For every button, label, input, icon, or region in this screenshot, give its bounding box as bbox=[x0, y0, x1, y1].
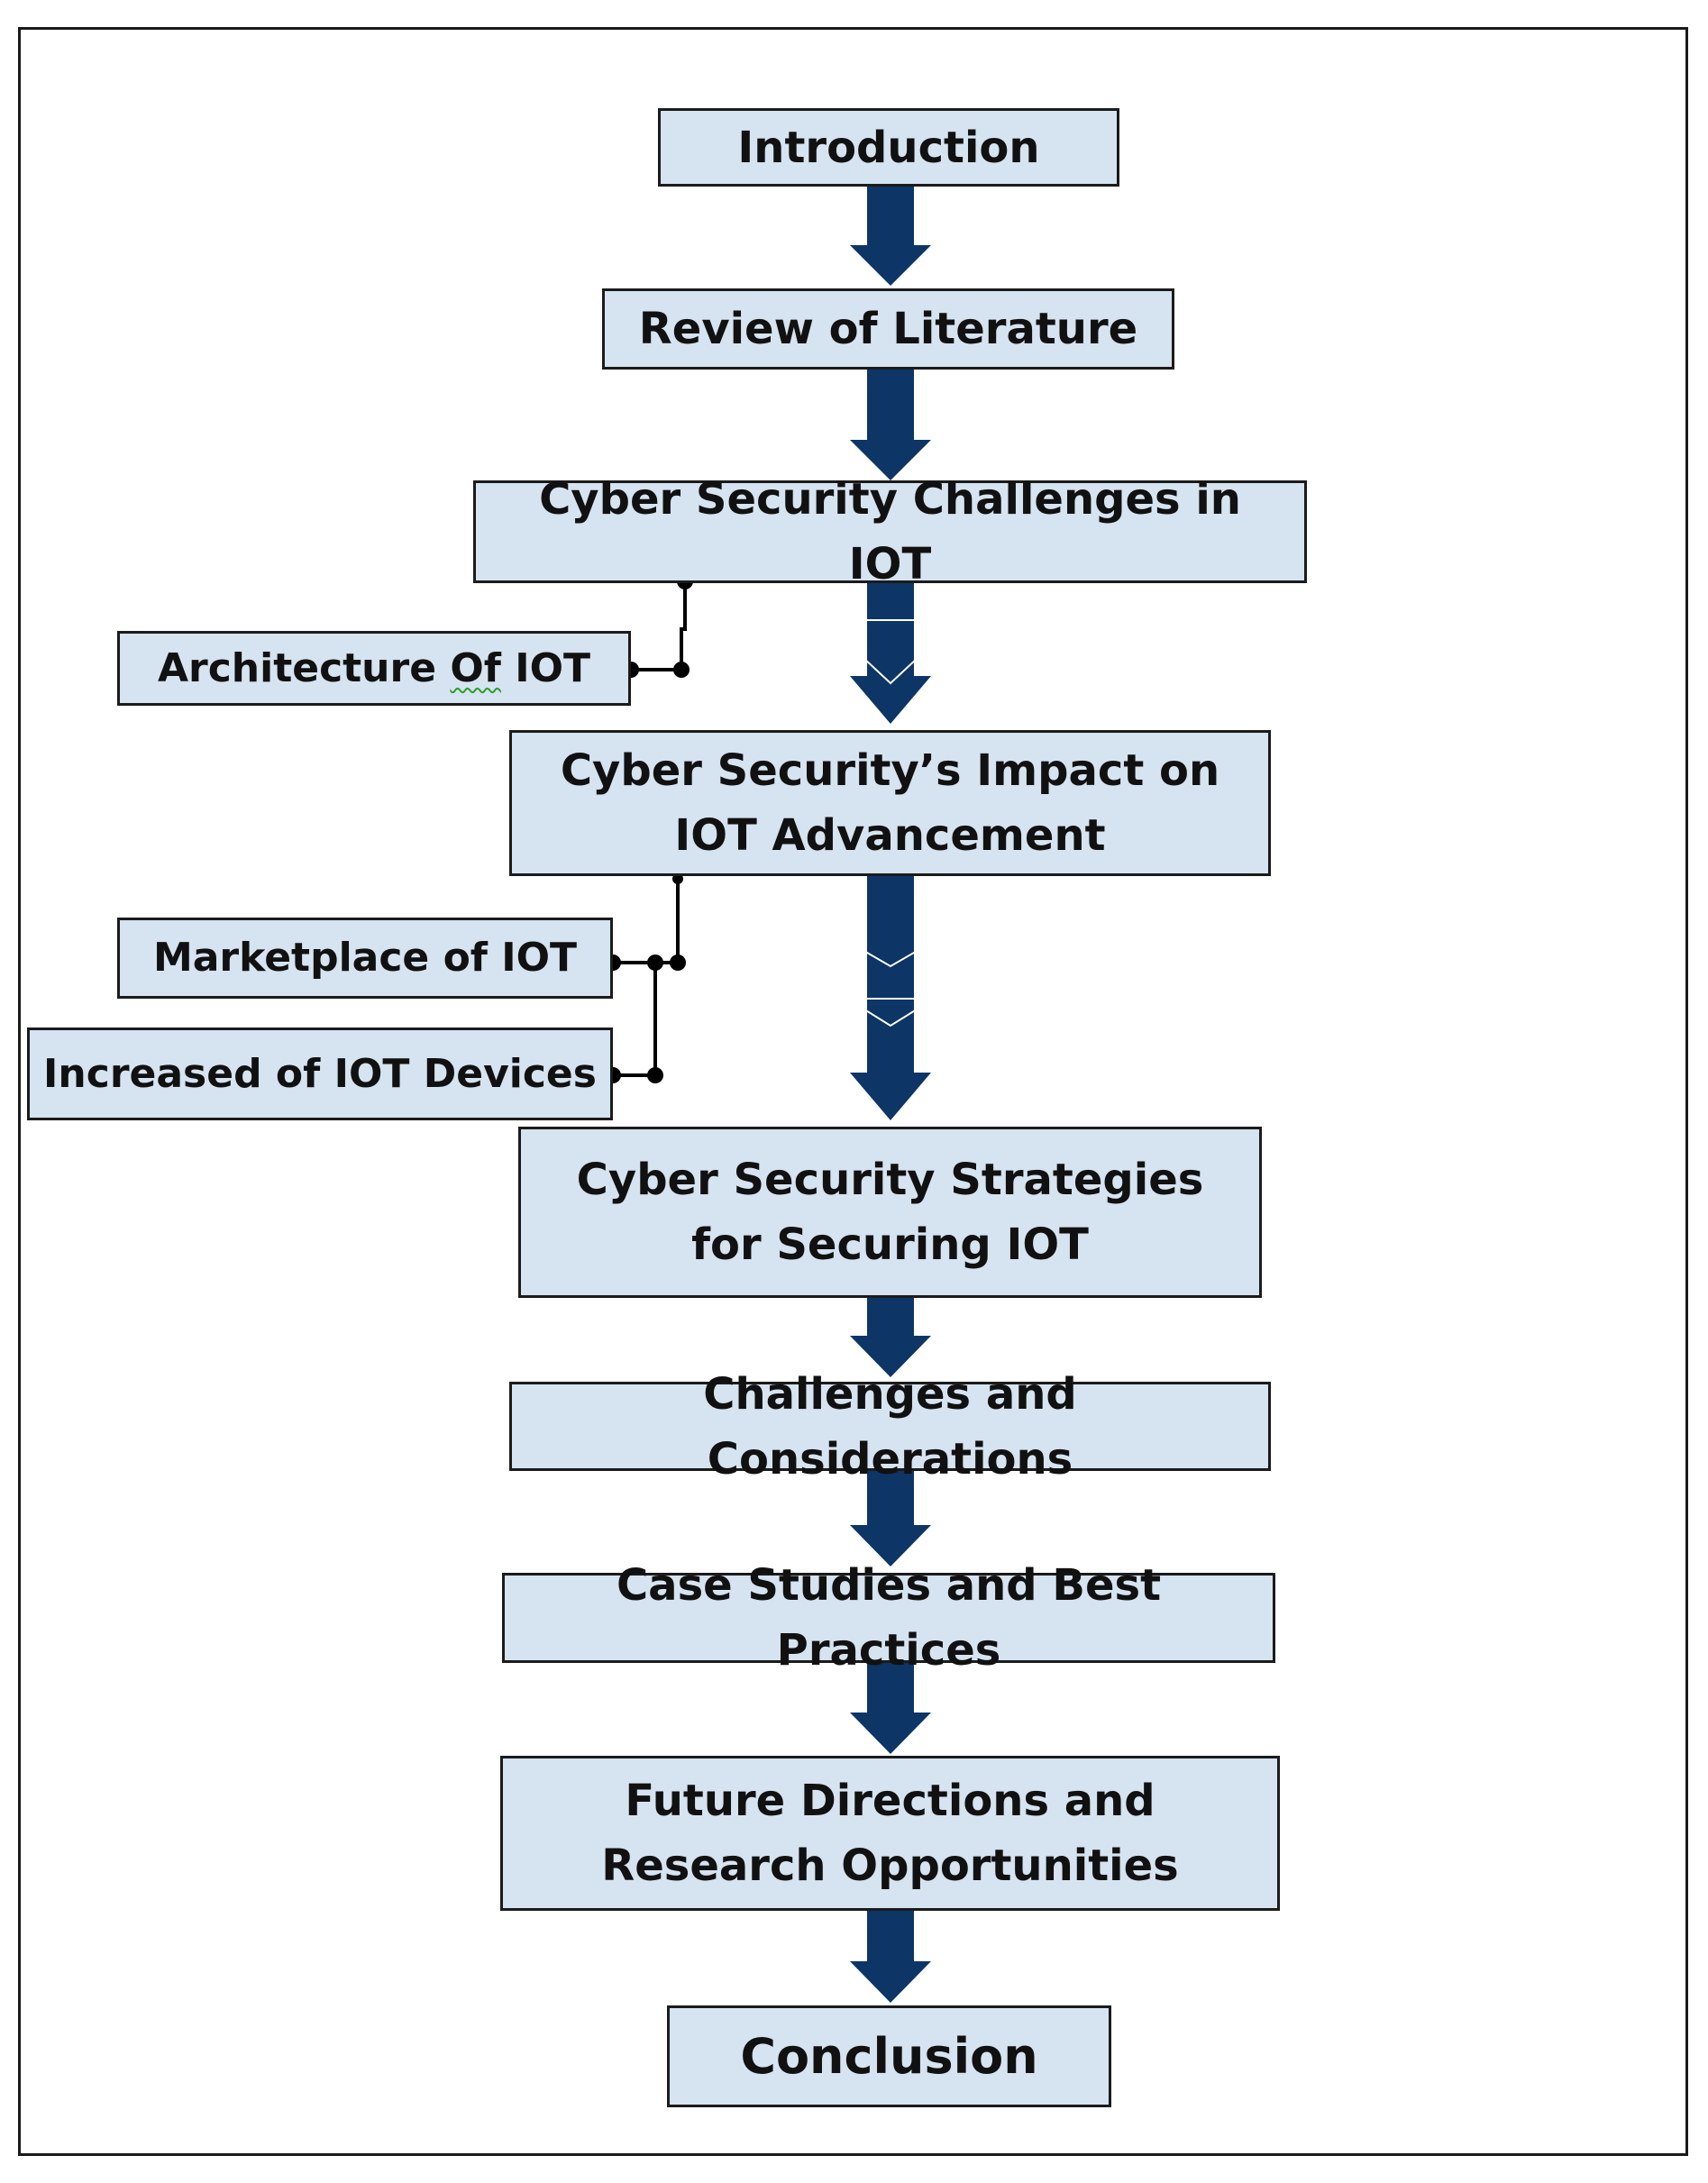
step-conclusion: Conclusion bbox=[667, 2005, 1111, 2107]
arrow-challenges-to-impact bbox=[850, 581, 931, 724]
step-label: Challenges and Considerations bbox=[703, 1368, 1077, 1484]
step-label: Cyber Security Challenges in IOT bbox=[539, 474, 1241, 589]
arrow-review-to-challenges bbox=[850, 368, 931, 480]
branch-label: Architecture Of IOT bbox=[157, 644, 591, 691]
step-label: Conclusion bbox=[740, 2028, 1038, 2085]
branch-architecture-of-iot: Architecture Of IOT bbox=[117, 631, 631, 706]
connector-dot bbox=[670, 954, 686, 971]
branch-label: Marketplace of IOT bbox=[152, 935, 578, 981]
step-introduction: Introduction bbox=[658, 108, 1119, 187]
step-cyber-security-impact: Cyber Security’s Impact on IOT Advanceme… bbox=[509, 730, 1271, 876]
branch-label: Increased of IOT Devices bbox=[43, 1050, 597, 1097]
step-label: Case Studies and Best Practices bbox=[616, 1560, 1162, 1676]
arrow-cases-to-future bbox=[850, 1661, 931, 1754]
arrow-stacked-head-2 bbox=[849, 942, 932, 968]
branch-marketplace-of-iot: Marketplace of IOT bbox=[117, 918, 613, 999]
arrow-strategies-to-considerations bbox=[850, 1296, 931, 1377]
step-future-directions: Future Directions and Research Opportuni… bbox=[500, 1756, 1280, 1911]
arrow-considerations-to-cases bbox=[850, 1469, 931, 1566]
step-label: Introduction bbox=[737, 122, 1040, 173]
step-cyber-security-challenges: Cyber Security Challenges in IOT bbox=[473, 474, 1307, 589]
step-label: Cyber Security Strategies for Securing I… bbox=[576, 1155, 1204, 1270]
step-label: Future Directions and Research Opportuni… bbox=[601, 1776, 1179, 1891]
step-review-of-literature: Review of Literature bbox=[602, 288, 1174, 370]
step-label: Cyber Security’s Impact on IOT Advanceme… bbox=[560, 745, 1220, 861]
arrow-future-to-conclusion bbox=[850, 1909, 931, 2003]
branch-increased-of-iot-devices: Increased of IOT Devices bbox=[27, 1028, 613, 1120]
step-case-studies: Case Studies and Best Practices bbox=[502, 1560, 1275, 1676]
connector-impact-branches bbox=[613, 879, 680, 1077]
connector-dot bbox=[672, 873, 683, 884]
connector-dot bbox=[673, 662, 690, 678]
connector-dot bbox=[647, 954, 663, 971]
arrow-stacked-head-3 bbox=[849, 1000, 932, 1028]
diagram-frame bbox=[18, 27, 1688, 2156]
step-label: Review of Literature bbox=[638, 304, 1138, 354]
connector-architecture bbox=[631, 581, 687, 671]
connector-dot bbox=[647, 1067, 663, 1083]
arrow-stacked-head-1 bbox=[849, 644, 932, 685]
step-challenges-considerations: Challenges and Considerations bbox=[509, 1369, 1271, 1484]
step-cyber-security-strategies: Cyber Security Strategies for Securing I… bbox=[518, 1127, 1262, 1298]
arrow-impact-to-strategies bbox=[850, 874, 931, 1120]
arrow-intro-to-review bbox=[850, 185, 931, 286]
